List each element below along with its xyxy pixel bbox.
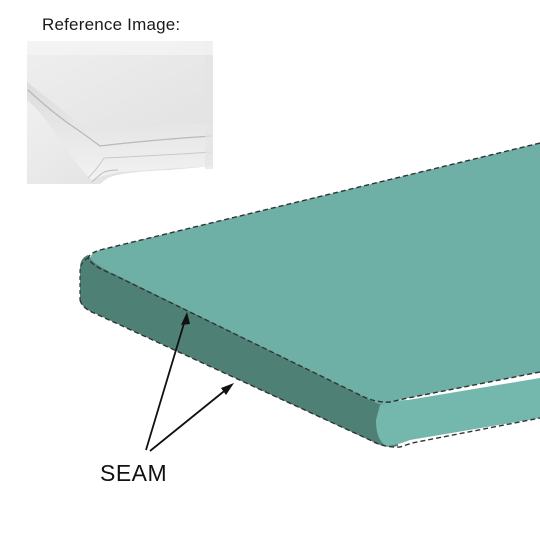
top-seam-line xyxy=(87,142,540,403)
cushion-end-face xyxy=(376,378,540,446)
cushion-front-face xyxy=(80,255,398,447)
arrow-head-lower xyxy=(221,383,234,395)
left-edge-seam xyxy=(79,257,89,300)
seam-label: SEAM xyxy=(100,460,168,486)
cushion-top-face xyxy=(90,143,540,405)
reference-image-title: Reference Image: xyxy=(42,15,181,34)
seam-arrows xyxy=(145,312,234,452)
arrow-head-upper xyxy=(181,312,190,325)
reference-image xyxy=(27,41,213,184)
bottom-seam-line xyxy=(79,299,540,448)
